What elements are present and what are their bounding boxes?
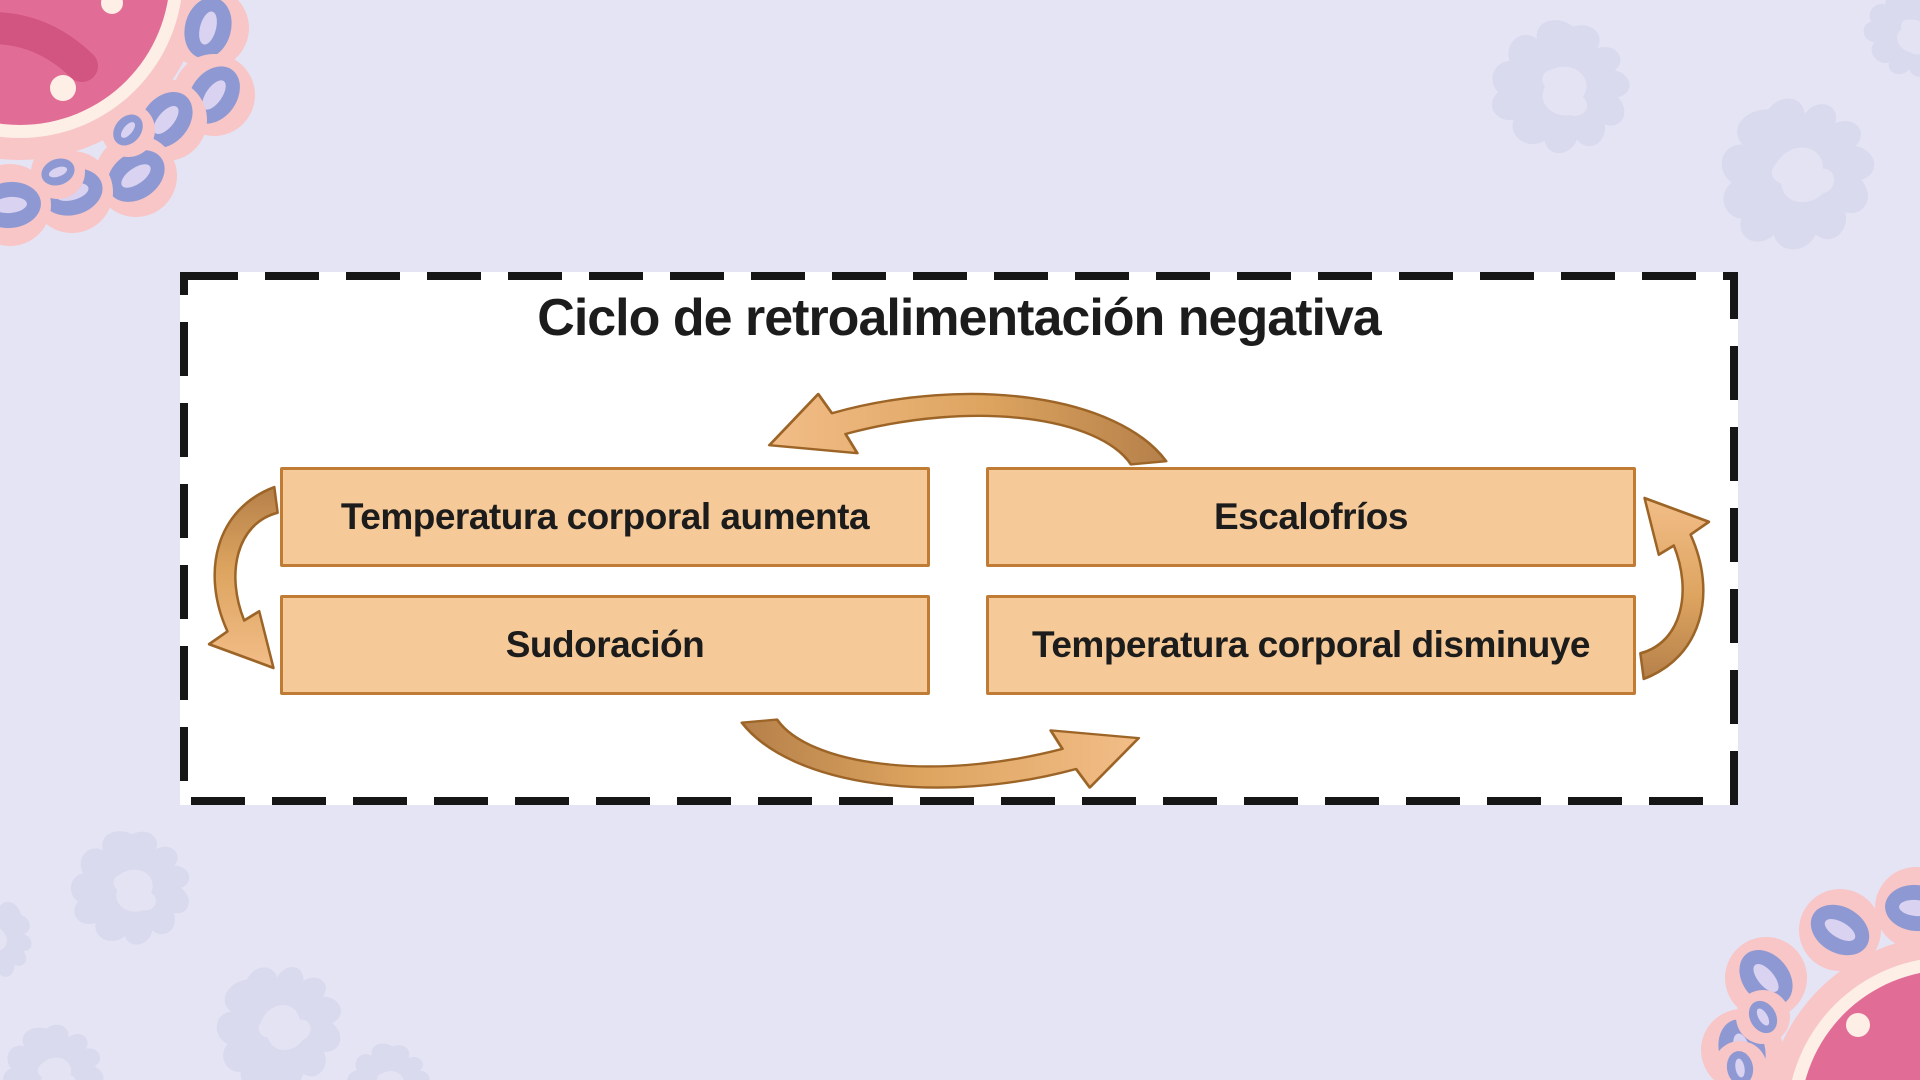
arrow-temp-aumenta-to-sudoracion	[207, 485, 279, 670]
node-label: Sudoración	[505, 624, 705, 665]
arrow-temp-disminuye-to-escalofrios	[1639, 496, 1711, 681]
arrow-escalofrios-to-temp-aumenta	[767, 392, 1168, 466]
node-escalofrios: Escalofríos	[986, 467, 1636, 567]
node-temperatura-corporal-disminuye: Temperatura corporal disminuye	[986, 595, 1636, 695]
node-label: Temperatura corporal aumenta	[340, 496, 870, 537]
dashed-border	[180, 272, 1738, 805]
feedback-cycle-panel: Ciclo de retroalimentación negativa Temp…	[180, 272, 1738, 805]
cell-icon	[0, 0, 272, 250]
diagram-title: Ciclo de retroalimentación negativa	[537, 289, 1381, 347]
node-temperatura-corporal-aumenta: Temperatura corporal aumenta	[280, 467, 930, 567]
node-label: Temperatura corporal disminuye	[1032, 624, 1590, 665]
arrow-sudoracion-to-temp-disminuye	[740, 718, 1141, 789]
node-label: Escalofríos	[1214, 496, 1408, 537]
node-sudoracion: Sudoración	[280, 595, 930, 695]
cell-icon	[1691, 863, 1920, 1080]
